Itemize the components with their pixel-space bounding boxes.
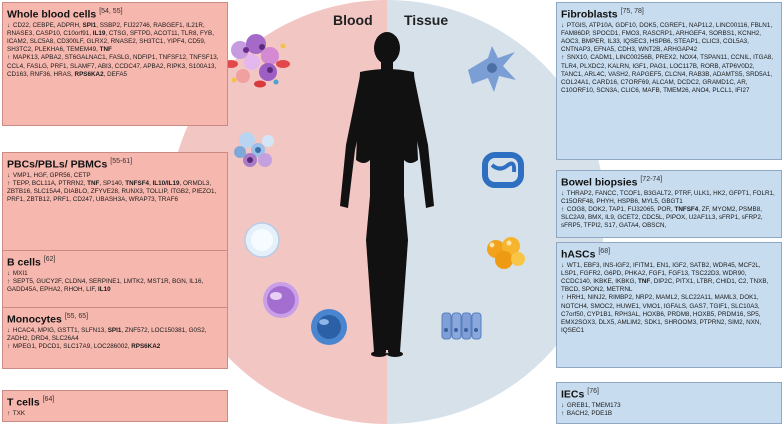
reference: [55-61] — [110, 158, 133, 165]
gene-list: ↓ GREB1, TMEM173 — [561, 402, 777, 410]
gene-names: COG8, DOK2, TAP1, FIJ32065, POR, TNFSF4,… — [561, 205, 763, 230]
arrow-up-icon: ↑ — [7, 54, 11, 62]
box-title: PBCs/PBLs/ PBMCs [55-61] — [7, 155, 223, 172]
gene-names: MAPK13, APBA2, ST6GALNAC1, FASLG, NDFIP1… — [7, 54, 219, 78]
reference: [76] — [587, 388, 599, 395]
box-title-text: Bowel biopsies — [561, 176, 638, 189]
arrow-up-icon: ↑ — [561, 409, 565, 417]
arrow-down-icon: ↓ — [7, 171, 11, 179]
human-silhouette-icon — [340, 32, 434, 357]
gene-list: ↓ PTGIS, ATP10A, GDF10, DOK5, CGREF1, NA… — [561, 22, 777, 55]
gene-list: ↓ HCAC4, MPIG, GSTT1, SLFN13, SPI1, ZNF5… — [7, 327, 223, 343]
box-title-text: T cells — [7, 396, 40, 409]
box-title: B cells [62] — [7, 253, 223, 270]
box-title: Bowel biopsies [72-74] — [561, 173, 777, 190]
tissue-label: Tissue — [404, 12, 449, 28]
box-title: hASCs [68] — [561, 245, 777, 262]
box-title-text: PBCs/PBLs/ PBMCs — [7, 158, 108, 171]
gene-names: TXK — [11, 409, 26, 417]
gene-names: MXI1 — [11, 269, 28, 277]
box-title: Monocytes [55, 65] — [7, 310, 223, 327]
gene-list: ↓ CD22, CEBPE, ADPRH, SPI1, SSBP2, FIJ22… — [7, 22, 223, 55]
gene-list: ↑ HRH1, NINJ2, RIMBP2, NRP2, MAML2, SLC2… — [561, 294, 777, 335]
box-title-text: Monocytes — [7, 313, 62, 326]
box-title-text: Whole blood cells — [7, 8, 97, 21]
box-title: Whole blood cells [54, 55] — [7, 5, 223, 22]
gene-names: SNX10, CADM1, LINC00256B, PREX2, NOX4, T… — [561, 54, 774, 95]
gene-names: GREB1, TMEM173 — [565, 401, 621, 409]
arrow-down-icon: ↓ — [7, 21, 11, 29]
box-monocytes: Monocytes [55, 65]↓ HCAC4, MPIG, GSTT1, … — [2, 307, 228, 369]
box-pbcs-pbls-pbmcs: PBCs/PBLs/ PBMCs [55-61]↓ VMP1, HGF, GPR… — [2, 152, 228, 254]
epithelial-cells-icon — [441, 312, 482, 340]
gene-list: ↓ THRAP2, FANCC, TCOF1, B3GALT2, PTRF, U… — [561, 190, 777, 206]
reference: [68] — [598, 248, 611, 255]
gene-list: ↑ SEPT5, GUCY2F, CLDN4, SERPINE1, LMTK2,… — [7, 278, 223, 294]
gene-list: ↑ TXK — [7, 410, 223, 418]
gene-names: WT1, EBF3, INS-IGF2, IFITM1, EN1, IGF2, … — [561, 261, 769, 294]
gene-list: ↑ MAPK13, APBA2, ST6GALNAC1, FASLG, NDFI… — [7, 54, 223, 79]
gene-names: TEPP, BCL11A, PTRRN2, TNF, SP140, TNFSF4… — [7, 179, 217, 204]
gene-list: ↓ MXI1 — [7, 270, 223, 278]
box-title: IECs [76] — [561, 385, 777, 402]
box-title: T cells [64] — [7, 393, 223, 410]
gene-list: ↓ VMP1, HGF, GPR56, CETP — [7, 172, 223, 180]
b-cell-icon — [244, 222, 280, 258]
gene-list: ↑ SNX10, CADM1, LINC00256B, PREX2, NOX4,… — [561, 54, 777, 95]
gene-list: ↑ TEPP, BCL11A, PTRRN2, TNF, SP140, TNFS… — [7, 180, 223, 205]
arrow-down-icon: ↓ — [561, 261, 565, 269]
box-fibroblasts: Fibroblasts [75, 78]↓ PTGIS, ATP10A, GDF… — [556, 2, 782, 160]
box-b-cells: B cells [62]↓ MXI1↑ SEPT5, GUCY2F, CLDN4… — [2, 250, 228, 312]
gene-list: ↑ MPEG1, PDCD1, SLC17A9, LOC286002, RPS6… — [7, 343, 223, 351]
reference: [62] — [43, 256, 56, 263]
arrow-up-icon: ↑ — [7, 277, 11, 285]
box-title-text: hASCs — [561, 248, 596, 261]
box-bowel-biopsies: Bowel biopsies [72-74]↓ THRAP2, FANCC, T… — [556, 170, 782, 238]
gene-list: ↑ BACH2, PDE1B — [561, 410, 777, 418]
reference: [54, 55] — [99, 8, 123, 15]
arrow-up-icon: ↑ — [561, 54, 565, 62]
gene-names: PTGIS, ATP10A, GDF10, DOK5, CGREF1, NAP1… — [561, 21, 773, 54]
fibroblast-icon — [468, 46, 516, 92]
box-title-text: IECs — [561, 388, 585, 401]
arrow-down-icon: ↓ — [7, 269, 11, 277]
intestine-icon — [482, 152, 524, 188]
adipocyte-icon — [487, 237, 525, 269]
box-whole-blood-cells: Whole blood cells [54, 55]↓ CD22, CEBPE,… — [2, 2, 228, 126]
arrow-up-icon: ↑ — [561, 294, 565, 302]
reference: [75, 78] — [620, 8, 644, 15]
box-iecs: IECs [76]↓ GREB1, TMEM173↑ BACH2, PDE1B — [556, 382, 782, 424]
box-title-text: Fibroblasts — [561, 8, 618, 21]
arrow-up-icon: ↑ — [7, 342, 11, 350]
tissue-half-circle — [387, 0, 605, 424]
blood-label: Blood — [333, 12, 373, 28]
box-title: Fibroblasts [75, 78] — [561, 5, 777, 22]
arrow-up-icon: ↑ — [7, 409, 11, 417]
box-hascs: hASCs [68]↓ WT1, EBF3, INS-IGF2, IFITM1,… — [556, 242, 782, 368]
monocyte-icon — [263, 282, 299, 318]
gene-names: HCAC4, MPIG, GSTT1, SLFN13, SPI1, ZNF572… — [7, 326, 207, 342]
arrow-up-icon: ↑ — [7, 179, 11, 187]
reference: [72-74] — [640, 176, 663, 183]
gene-names: VMP1, HGF, GPR56, CETP — [11, 171, 91, 179]
gene-names: BACH2, PDE1B — [565, 409, 613, 417]
reference: [55, 65] — [64, 313, 89, 320]
gene-names: MPEG1, PDCD1, SLC17A9, LOC286002, RPS6KA… — [11, 342, 161, 350]
gene-names: HRH1, NINJ2, RIMBP2, NRP2, MAML2, SLC22A… — [561, 294, 762, 335]
reference: [64] — [42, 396, 55, 403]
gene-names: SEPT5, GUCY2F, CLDN4, SERPINE1, LMTK2, M… — [7, 277, 204, 293]
arrow-up-icon: ↑ — [561, 205, 565, 213]
t-cell-icon — [311, 309, 347, 345]
pbmc-icon — [234, 132, 274, 167]
arrow-down-icon: ↓ — [7, 326, 11, 334]
arrow-down-icon: ↓ — [561, 401, 565, 409]
gene-list: ↑ COG8, DOK2, TAP1, FIJ32065, POR, TNFSF… — [561, 206, 777, 231]
box-title-text: B cells — [7, 256, 41, 269]
gene-names: CD22, CEBPE, ADPRH, SPI1, SSBP2, FIJ2274… — [7, 21, 214, 54]
gene-names: THRAP2, FANCC, TCOF1, B3GALT2, PTRF, ULK… — [561, 189, 775, 205]
arrow-down-icon: ↓ — [561, 21, 565, 29]
gene-list: ↓ WT1, EBF3, INS-IGF2, IFITM1, EN1, IGF2… — [561, 262, 777, 295]
arrow-down-icon: ↓ — [561, 189, 565, 197]
box-t-cells: T cells [64]↑ TXK — [2, 390, 228, 422]
